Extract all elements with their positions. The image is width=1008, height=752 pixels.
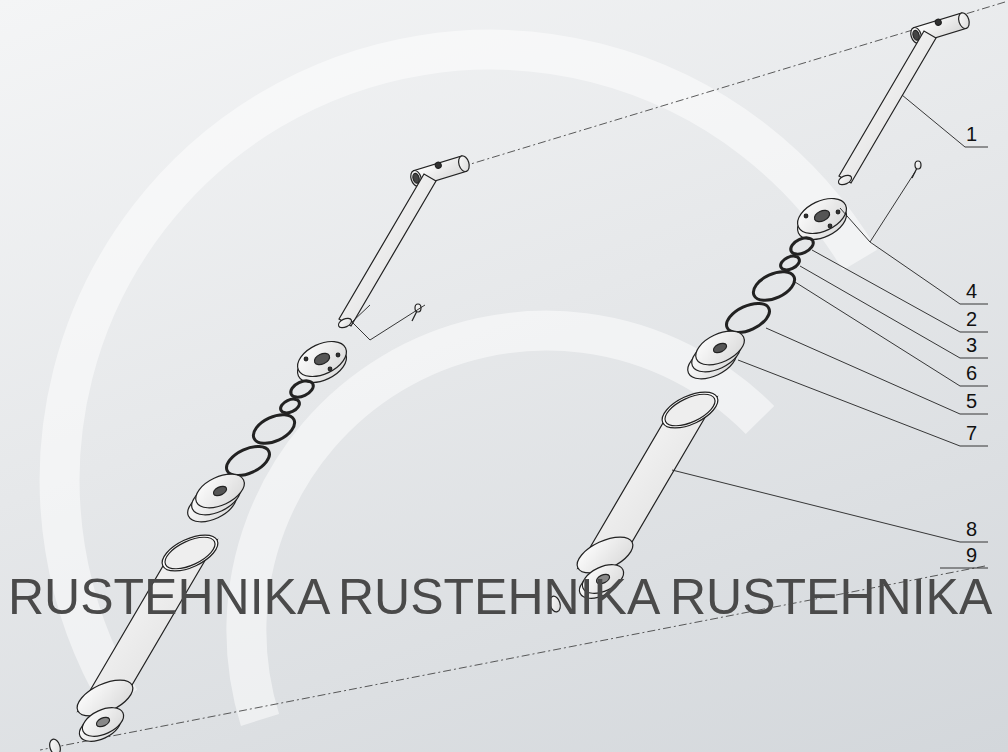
callout-number: 3: [966, 335, 977, 355]
watermark: RUSTEHNIKA: [338, 572, 660, 622]
callout-number: 9: [966, 545, 977, 565]
watermark: RUSTEHNIKA: [670, 572, 992, 622]
callout-number: 2: [966, 309, 977, 329]
callout-number: 1: [966, 124, 977, 144]
callout-number: 7: [966, 423, 977, 443]
watermark: RUSTEHNIKA: [8, 572, 330, 622]
callout-number: 8: [966, 519, 977, 539]
callout-number: 4: [966, 281, 977, 301]
callout-number: 6: [966, 363, 977, 383]
callout-number: 5: [966, 391, 977, 411]
